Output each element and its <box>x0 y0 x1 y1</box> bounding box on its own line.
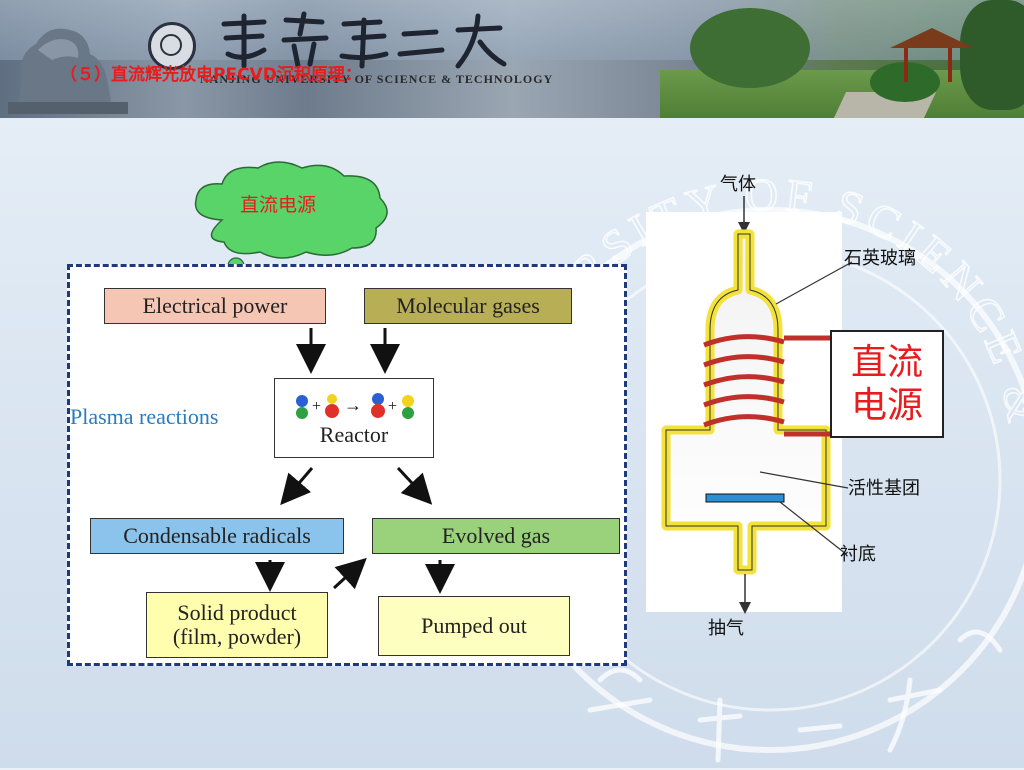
university-english-name: NANJING UNIVERSITY OF SCIENCE & TECHNOLO… <box>200 72 554 86</box>
reactor-label: Reactor <box>319 421 389 447</box>
substrate-leader <box>779 501 847 555</box>
tree-image <box>690 8 810 88</box>
plasma-reactions-label: Plasma reactions <box>70 404 219 429</box>
exhaust-label: 抽气 <box>708 618 744 639</box>
solid-product-box: Solid product (film, powder) <box>146 592 328 658</box>
gas-inlet-label: 气体 <box>720 174 756 195</box>
pavilion-pillar <box>904 48 908 82</box>
solid-product-line1: Solid product <box>177 599 297 625</box>
rf-coil <box>703 334 830 437</box>
reaction-molecules-icon: + → + <box>296 392 414 419</box>
pavilion-pillar <box>948 48 952 82</box>
pavilion-roof <box>890 28 974 48</box>
radical-leader <box>759 471 849 489</box>
slide-title: （５）直流辉光放电PECVD沉积原理： <box>60 65 362 85</box>
electrical-power-box: Electrical power <box>104 288 326 324</box>
solid-product-line2: (film, powder) <box>172 624 302 649</box>
tree-image <box>960 0 1024 110</box>
university-calligraphy-logo <box>221 11 507 69</box>
svg-text:+: + <box>388 398 397 415</box>
reactor-box: + → + Reactor <box>274 378 434 458</box>
condensable-radicals-box: Condensable radicals <box>90 518 344 554</box>
substrate-plate <box>705 493 785 503</box>
active-radicals-label: 活性基团 <box>848 478 920 499</box>
pumped-out-box: Pumped out <box>378 596 570 656</box>
svg-text:+: + <box>312 398 321 415</box>
svg-text:→: → <box>344 395 362 415</box>
quartz-glass-label: 石英玻璃 <box>844 248 916 269</box>
evolved-gas-box: Evolved gas <box>372 518 620 554</box>
university-seal-logo <box>148 22 196 70</box>
header-banner: NANJING UNIVERSITY OF SCIENCE & TECHNOLO… <box>0 0 1024 118</box>
lion-statue-image <box>8 28 128 114</box>
cloud-dc-power-label: 直流电源 <box>239 194 316 216</box>
dc-power-box: 直流 电源 <box>830 330 944 438</box>
substrate-label: 衬底 <box>840 544 876 565</box>
quartz-leader <box>775 261 853 305</box>
molecular-gases-box: Molecular gases <box>364 288 572 324</box>
